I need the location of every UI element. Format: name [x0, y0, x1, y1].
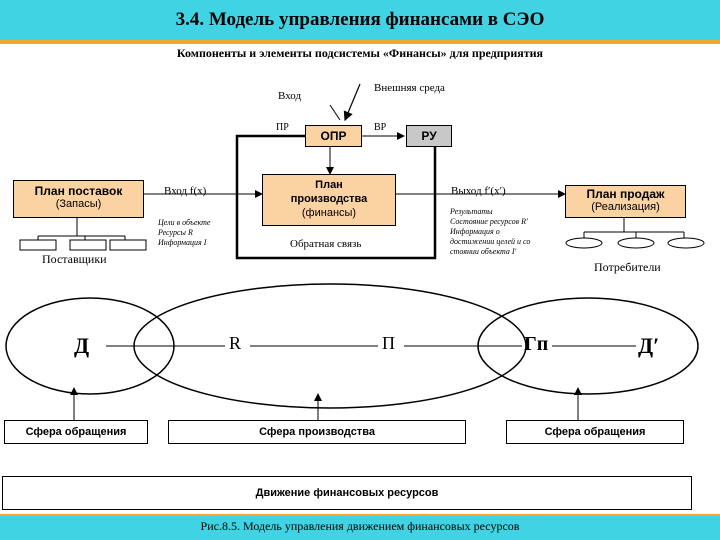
- production-plan-line3: (финансы): [301, 207, 357, 219]
- production-plan-line1: План: [315, 179, 343, 191]
- sphere-circulation-right-box: Сфера обращения: [506, 420, 684, 444]
- input-arrow: [329, 104, 341, 121]
- header-accent-line: [0, 40, 720, 44]
- supplier-box-2: [69, 239, 107, 251]
- opr-label: ОПР: [320, 129, 347, 143]
- input-fx-label: Вход f(x): [164, 185, 207, 197]
- results-line-5: стоянии объекта I′: [450, 247, 517, 256]
- sales-plan-box: План продаж (Реализация): [565, 185, 686, 218]
- sphere-circulation-right-label: Сфера обращения: [544, 426, 646, 438]
- supplier-box-3: [109, 239, 147, 251]
- p-label: П: [382, 333, 395, 353]
- sphere-circulation-left-label: Сфера обращения: [25, 426, 127, 438]
- output-fx-label: Выход f′(x′): [451, 185, 506, 197]
- footer-accent-line: [0, 514, 720, 517]
- sales-plan-sub: (Реализация): [591, 201, 660, 213]
- results-line-4: достижении целей и со: [450, 237, 531, 246]
- d-label: Д: [74, 333, 90, 358]
- ru-box: РУ: [406, 125, 452, 147]
- suppliers-label: Поставщики: [42, 252, 107, 266]
- supply-plan-sub: (Запасы): [55, 198, 102, 210]
- results-line-2: Состояние ресурсов R′: [450, 217, 528, 226]
- goals-line-1: Цели в объекте: [158, 218, 211, 227]
- results-line-1: Результаты: [450, 207, 493, 216]
- financial-flow-label: Движение финансовых ресурсов: [255, 487, 439, 499]
- goals-line-2: Ресурсы R: [158, 228, 193, 237]
- supply-plan-title: План поставок: [34, 184, 123, 198]
- slide-title: 3.4. Модель управления финансами в СЭО: [175, 9, 545, 30]
- consumer-oval-2: [617, 237, 655, 249]
- sphere-circulation-left-box: Сфера обращения: [4, 420, 148, 444]
- sphere-production-label: Сфера производства: [259, 426, 375, 438]
- opr-box: ОПР: [305, 125, 362, 147]
- external-input-line: [343, 83, 361, 122]
- goals-text: Цели в объекте Ресурсы R Информация I: [158, 218, 210, 248]
- results-line-3: Информация о: [450, 227, 500, 236]
- consumer-oval-1: [565, 237, 603, 249]
- results-text: Результаты Состояние ресурсов R′ Информа…: [450, 207, 530, 257]
- d-prime-label: Д′: [638, 333, 660, 358]
- external-env-label: Внешняя среда: [374, 82, 445, 94]
- supplier-box-1: [19, 239, 57, 251]
- vr-label: ВР: [374, 122, 387, 133]
- production-plan-box: План производства (финансы): [262, 174, 396, 226]
- consumers-label: Потребители: [594, 260, 661, 274]
- production-plan-line2: производства: [290, 193, 368, 205]
- sphere-production-box: Сфера производства: [168, 420, 466, 444]
- feedback-label: Обратная связь: [290, 238, 362, 250]
- footer-bar: [0, 516, 720, 540]
- gp-label: Гп: [524, 333, 549, 355]
- supply-plan-box: План поставок (Запасы): [13, 180, 144, 218]
- r-label: R: [229, 333, 242, 353]
- pr-label: ПР: [276, 122, 289, 133]
- goals-line-3: Информация I: [158, 238, 207, 247]
- consumer-oval-3: [667, 237, 705, 249]
- sales-plan-title: План продаж: [586, 187, 665, 201]
- header-bar: [0, 0, 720, 40]
- input-label: Вход: [278, 90, 302, 102]
- ru-label: РУ: [421, 129, 437, 143]
- slide-subtitle: Компоненты и элементы подсистемы «Финанс…: [176, 46, 544, 60]
- financial-flow-box: Движение финансовых ресурсов: [2, 476, 692, 510]
- figure-caption: Рис.8.5. Модель управления движением фин…: [200, 519, 520, 533]
